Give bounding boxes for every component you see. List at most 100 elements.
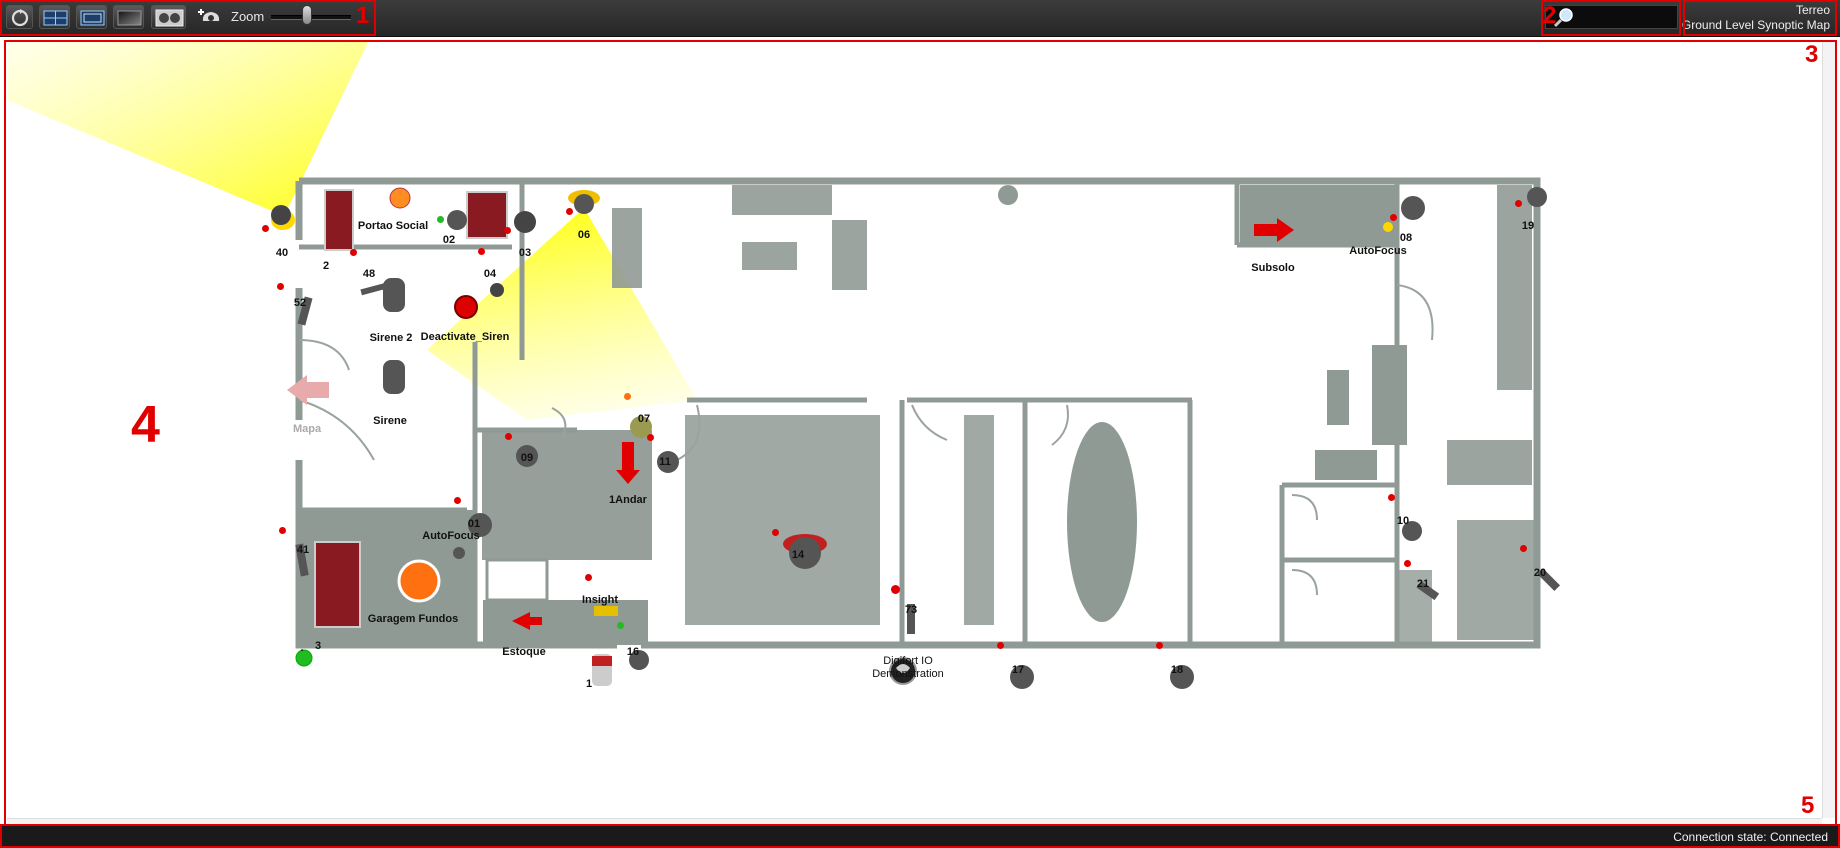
grid-icon xyxy=(43,10,68,26)
camera-label: . xyxy=(300,642,304,654)
annotation-box-5 xyxy=(0,824,1840,848)
camera-label: 73 xyxy=(904,604,918,616)
annotation-number: 1 xyxy=(356,2,370,29)
camera-08-icon[interactable] xyxy=(1397,190,1429,226)
camera-41-icon[interactable] xyxy=(294,540,310,580)
map-info: Terreo Ground Level Synoptic Map xyxy=(1682,3,1830,33)
camera-label: 02 xyxy=(442,234,456,246)
camera-add-icon xyxy=(198,9,220,21)
synoptic-map-canvas[interactable]: 40 2 48 52 02 03 04 06 07 09 11 01 41 14… xyxy=(7,40,1822,818)
camera-label: 03 xyxy=(518,247,532,259)
deactivate-siren-label: Deactivate_Siren xyxy=(420,331,510,343)
portao-social-label: Portao Social xyxy=(357,220,429,232)
camera-48-icon[interactable] xyxy=(357,282,391,298)
camera-73-icon[interactable] xyxy=(903,602,919,638)
connection-status: Connection state: Connected xyxy=(1673,830,1828,844)
sensor-small-icon[interactable] xyxy=(452,546,466,560)
sensor-3-icon[interactable] xyxy=(294,648,314,668)
gradient-icon xyxy=(117,10,142,26)
layout-grid-button[interactable] xyxy=(39,5,70,29)
toolbar: Zoom Terreo Ground Level Synoptic Map xyxy=(0,0,1840,37)
camera-04-icon[interactable] xyxy=(487,280,507,300)
camera-20-icon[interactable] xyxy=(1533,564,1563,594)
zoom-slider-thumb[interactable] xyxy=(302,5,312,25)
camera-label: 21 xyxy=(1416,578,1430,590)
digifort-io-icon[interactable] xyxy=(888,656,918,686)
sirene-icon[interactable] xyxy=(377,356,411,398)
map-view-button[interactable] xyxy=(151,5,186,29)
camera-52-icon[interactable] xyxy=(297,293,313,329)
estoque-link-arrow xyxy=(512,612,542,630)
camera-07-icon[interactable] xyxy=(626,412,656,442)
horizontal-scrollbar[interactable] xyxy=(7,818,1822,827)
sirene2-icon[interactable] xyxy=(377,274,411,316)
camera-17-icon[interactable] xyxy=(1007,662,1037,692)
camera-14-icon[interactable] xyxy=(780,530,830,575)
camera-label: 04 xyxy=(483,268,497,280)
annotation-number: 2 xyxy=(1543,2,1557,29)
camera-label: 41 xyxy=(296,544,310,556)
conference-table xyxy=(1067,422,1137,622)
camera-02-icon[interactable] xyxy=(443,206,471,234)
camera-label: 3 xyxy=(314,640,322,652)
andar1-label: 1Andar xyxy=(609,494,647,506)
digifort-io-label-line2: Demonstration xyxy=(872,668,944,680)
subsolo-label: Subsolo xyxy=(1251,262,1295,274)
add-camera-button[interactable] xyxy=(197,5,223,29)
garagem-door xyxy=(314,541,361,628)
annotation-number: 5 xyxy=(1801,792,1815,819)
camera-label: 07 xyxy=(637,413,651,425)
background-button[interactable] xyxy=(113,5,144,29)
camera-06-icon[interactable] xyxy=(566,188,602,218)
camera-19-icon[interactable] xyxy=(1523,183,1551,211)
sofa xyxy=(732,185,832,215)
insight-icon[interactable] xyxy=(592,602,622,622)
portao-social-button-icon[interactable] xyxy=(387,185,413,211)
autofocus-label: AutoFocus xyxy=(1349,245,1407,257)
camera-18-icon[interactable] xyxy=(1167,662,1197,692)
camera-09-icon[interactable] xyxy=(513,442,541,472)
magnifier-icon xyxy=(1553,8,1573,28)
sirene2-label: Sirene 2 xyxy=(369,332,413,344)
camera-03-icon[interactable] xyxy=(511,208,539,236)
camera-label: 06 xyxy=(577,229,591,241)
camera-label: 14 xyxy=(791,549,805,561)
sirene-label: Sirene xyxy=(373,415,407,427)
camera-label: 18 xyxy=(1170,664,1184,676)
door-swings xyxy=(298,284,1434,596)
camera-01-icon[interactable] xyxy=(465,510,495,540)
camera-label: 19 xyxy=(1521,220,1535,232)
camera-label: 16 xyxy=(626,646,640,658)
floor-name: Terreo xyxy=(1795,3,1830,17)
camera-16-icon[interactable] xyxy=(625,646,653,674)
fit-window-button[interactable] xyxy=(76,5,107,29)
autofocus-label: AutoFocus xyxy=(422,530,480,542)
camera-40-icon[interactable] xyxy=(265,202,301,232)
camera-11-icon[interactable] xyxy=(654,448,682,478)
vertical-scrollbar[interactable] xyxy=(1822,40,1835,818)
camera-10-icon[interactable] xyxy=(1398,517,1426,545)
digifort-io-label-line1: Digifort IO xyxy=(883,655,933,667)
window-icon xyxy=(80,10,105,26)
estoque-label: Estoque xyxy=(502,646,546,658)
camera-label: 48 xyxy=(362,268,376,280)
map-name: Ground Level Synoptic Map xyxy=(1681,18,1830,32)
insight-label: Insight xyxy=(581,594,619,606)
map-view-icon xyxy=(155,9,184,27)
deactivate-siren-icon[interactable] xyxy=(453,294,479,320)
mapa-label: Mapa xyxy=(292,423,322,435)
search-input[interactable] xyxy=(1545,5,1678,29)
garagem-fundos-button-icon[interactable] xyxy=(396,558,442,604)
camera-21-icon[interactable] xyxy=(1413,576,1441,604)
floor-plan xyxy=(7,40,1541,649)
refresh-button[interactable] xyxy=(6,5,33,29)
refresh-icon xyxy=(11,9,29,27)
kitchen-counter xyxy=(1497,185,1532,390)
workstation-cluster xyxy=(685,415,880,625)
mapa-link-arrow xyxy=(287,375,329,405)
annotation-box-3-4 xyxy=(4,40,1837,826)
camera-label: 09 xyxy=(520,452,534,464)
portao-social-door xyxy=(324,189,354,251)
camera-1-icon[interactable] xyxy=(587,650,617,690)
zoom-label: Zoom xyxy=(231,9,265,24)
